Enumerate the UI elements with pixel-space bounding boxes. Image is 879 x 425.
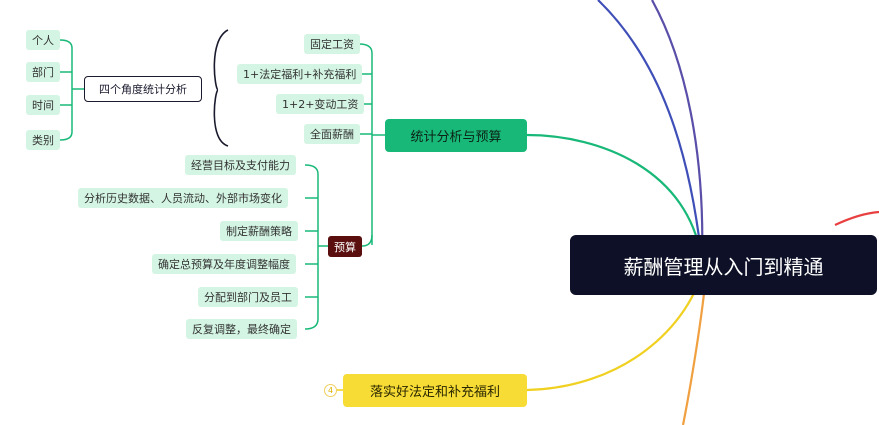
- branch-stats-budget[interactable]: 统计分析与预算: [385, 119, 527, 152]
- budget-step-2[interactable]: 分析历史数据、人员流动、外部市场变化: [78, 188, 288, 208]
- budget-step-1[interactable]: 经营目标及支付能力: [185, 155, 296, 175]
- branch-welfare[interactable]: 落实好法定和补充福利: [343, 374, 527, 407]
- item-legal-welfare[interactable]: 1+法定福利+补充福利: [237, 64, 363, 84]
- item-fixed-salary[interactable]: 固定工资: [304, 34, 360, 54]
- budget-step-3[interactable]: 制定薪酬策略: [220, 221, 298, 241]
- angle-category[interactable]: 类别: [26, 130, 60, 150]
- angle-time[interactable]: 时间: [26, 95, 60, 115]
- root-topic[interactable]: 薪酬管理从入门到精通: [570, 235, 877, 295]
- item-total-rewards[interactable]: 全面薪酬: [304, 124, 360, 144]
- angle-department[interactable]: 部门: [26, 62, 60, 82]
- budget-step-4[interactable]: 确定总预算及年度调整幅度: [152, 254, 296, 274]
- budget-node[interactable]: 预算: [328, 236, 362, 257]
- budget-step-6[interactable]: 反复调整，最终确定: [186, 319, 297, 339]
- angle-person[interactable]: 个人: [26, 30, 60, 50]
- badge-icon: 4: [324, 384, 337, 397]
- budget-step-5[interactable]: 分配到部门及员工: [198, 287, 298, 307]
- angle-analysis-node[interactable]: 四个角度统计分析: [84, 76, 202, 102]
- item-variable-pay[interactable]: 1+2+变动工资: [276, 94, 365, 114]
